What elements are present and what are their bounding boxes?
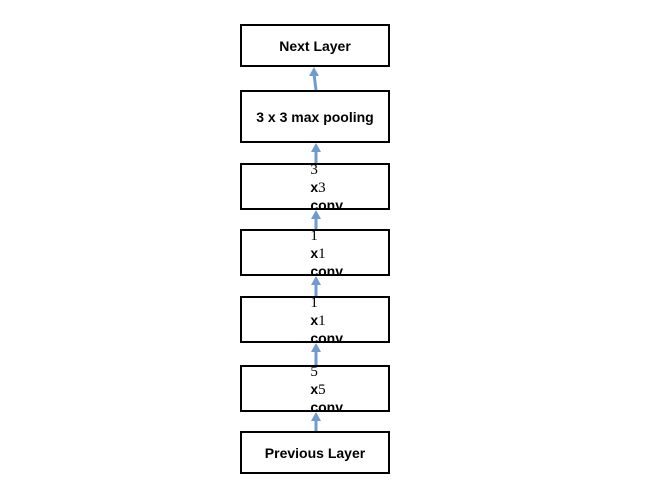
conv-1x1-upper-times: x <box>310 244 319 261</box>
previous-layer-label: Previous Layer <box>264 444 366 461</box>
conv-1x1-lower-times: x <box>310 311 319 328</box>
conv-5x5-kernel-a: 5 <box>310 363 318 380</box>
max-pooling-label: 3 x 3 max pooling <box>256 108 374 125</box>
conv-1x1-lower-box: 1 x1 conv <box>240 295 390 346</box>
conv-1x1-lower-label: 1 x1 conv <box>287 278 343 362</box>
conv-3x3-kernel-b: 3 <box>318 179 326 196</box>
conv-5x5-label: 5 x5 conv <box>287 347 343 431</box>
conv-5x5-times: x <box>310 380 319 397</box>
conv-3x3-kernel-a: 3 <box>310 161 318 178</box>
arrow-head <box>309 67 319 76</box>
conv-1x1-upper-label: 1 x1 conv <box>287 211 343 295</box>
conv-3x3-times: x <box>310 178 319 195</box>
next-layer-label: Next Layer <box>279 37 351 54</box>
conv-3x3-op: conv <box>310 196 344 213</box>
conv-1x1-lower-op: conv <box>310 329 344 346</box>
conv-1x1-lower-kernel-b: 1 <box>318 312 326 329</box>
arrow-shaft <box>312 73 318 91</box>
conv-1x1-lower-kernel-a: 1 <box>310 294 318 311</box>
conv-5x5-op: conv <box>310 398 344 415</box>
conv-5x5-kernel-b: 5 <box>318 381 326 398</box>
conv-3x3-box: 3 x3 conv <box>240 162 390 213</box>
conv-1x1-upper-kernel-a: 1 <box>310 227 318 244</box>
previous-layer-box: Previous Layer <box>240 431 390 474</box>
conv-3x3-label: 3 x3 conv <box>287 145 343 229</box>
conv-1x1-upper-box: 1 x1 conv <box>240 228 390 279</box>
conv-1x1-upper-op: conv <box>310 262 344 279</box>
conv-1x1-upper-kernel-b: 1 <box>318 245 326 262</box>
next-layer-box: Next Layer <box>240 24 390 67</box>
max-pooling-box: 3 x 3 max pooling <box>240 90 390 143</box>
arrow-1 <box>309 67 319 91</box>
conv-5x5-box: 5 x5 conv <box>240 364 390 415</box>
